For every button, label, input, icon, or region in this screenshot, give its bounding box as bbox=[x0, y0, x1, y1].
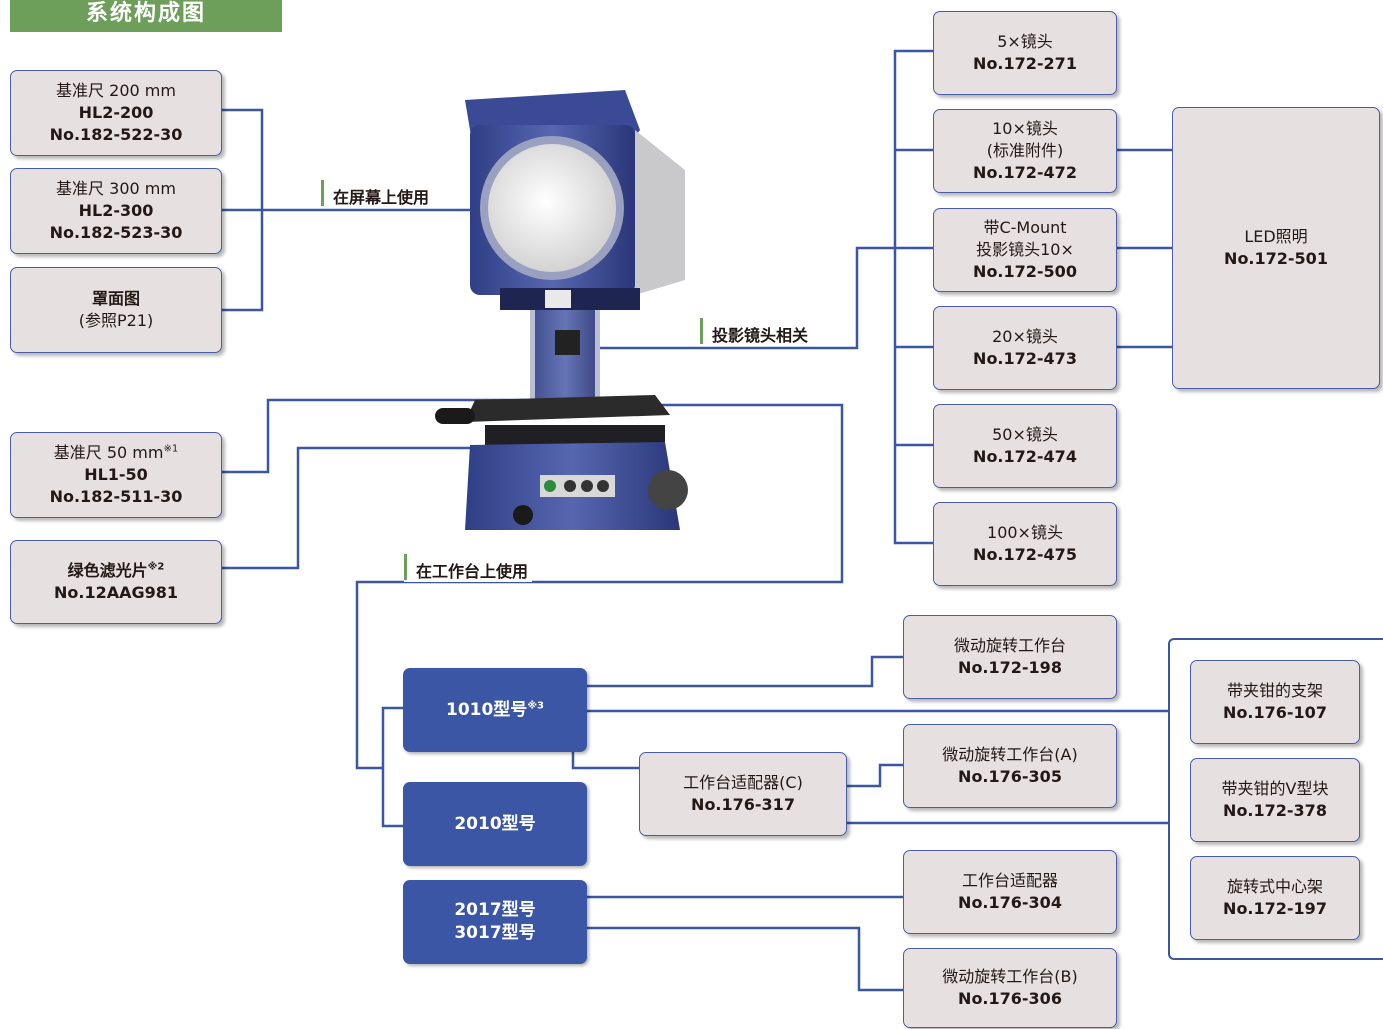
lens-5x-box[interactable]: 5×镜头 No.172-271 bbox=[933, 11, 1117, 95]
reference-scale-200-box[interactable]: 基准尺 200 mm HL2-200 No.182-522-30 bbox=[10, 70, 222, 156]
box-part-number: No.176-107 bbox=[1223, 703, 1327, 722]
reference-scale-300-box[interactable]: 基准尺 300 mm HL2-300 No.182-523-30 bbox=[10, 168, 222, 254]
box-name: 微动旋转工作台(A) bbox=[942, 745, 1078, 764]
box-name: 带C-Mount bbox=[983, 218, 1067, 237]
box-part-number: No.176-306 bbox=[958, 989, 1062, 1008]
model-name: 3017型号 bbox=[454, 923, 536, 943]
box-name: 旋转式中心架 bbox=[1226, 877, 1323, 896]
box-part-number: No.182-522-30 bbox=[49, 125, 183, 144]
model-1010-box[interactable]: 1010型号※3 bbox=[403, 668, 587, 752]
lens-100x-box[interactable]: 100×镜头 No.172-475 bbox=[933, 502, 1117, 586]
model-2017-3017-box[interactable]: 2017型号 3017型号 bbox=[403, 880, 587, 964]
model-2010-box[interactable]: 2010型号 bbox=[403, 782, 587, 866]
box-name: 微动旋转工作台(B) bbox=[942, 967, 1078, 986]
lens-50x-box[interactable]: 50×镜头 No.172-474 bbox=[933, 404, 1117, 488]
diagram-title: 系统构成图 bbox=[10, 0, 282, 32]
model-name: 1010型号 bbox=[445, 699, 528, 720]
holder-bracket bbox=[1168, 638, 1383, 960]
box-name: 微动旋转工作台 bbox=[953, 636, 1066, 655]
box-name: 5×镜头 bbox=[997, 32, 1053, 51]
box-name: 50×镜头 bbox=[992, 425, 1058, 444]
reference-scale-50-box[interactable]: 基准尺 50 mm※1 HL1-50 No.182-511-30 bbox=[10, 432, 222, 518]
rotary-table-a-box[interactable]: 微动旋转工作台(A) No.176-305 bbox=[903, 724, 1117, 808]
stage-adapter-c-box[interactable]: 工作台适配器(C) No.176-317 bbox=[639, 752, 847, 836]
rotary-table-b-box[interactable]: 微动旋转工作台(B) No.176-306 bbox=[903, 948, 1117, 1028]
note-mark: ※1 bbox=[163, 443, 179, 455]
swivel-center-support-box[interactable]: 旋转式中心架 No.172-197 bbox=[1190, 856, 1360, 940]
box-part-number: No.172-378 bbox=[1223, 801, 1327, 820]
box-note: (标准附件) bbox=[986, 141, 1064, 160]
box-name: 20×镜头 bbox=[992, 327, 1058, 346]
box-name: 基准尺 50 mm bbox=[53, 443, 164, 462]
profile-projector-image bbox=[435, 90, 688, 530]
box-name: LED照明 bbox=[1244, 227, 1308, 246]
stage-use-label: 在工作台上使用 bbox=[404, 554, 533, 582]
model-name: 2010型号 bbox=[454, 813, 536, 834]
note-mark: ※2 bbox=[147, 561, 165, 573]
holder-with-clamp-box[interactable]: 带夹钳的支架 No.176-107 bbox=[1190, 660, 1360, 744]
box-name: 基准尺 200 mm bbox=[56, 81, 176, 100]
box-part-number: No.172-197 bbox=[1223, 899, 1327, 918]
box-part-number: No.172-472 bbox=[973, 163, 1077, 182]
box-part-number: No.182-523-30 bbox=[49, 223, 183, 242]
box-part-number: No.172-473 bbox=[973, 349, 1077, 368]
lens-cmount-box[interactable]: 带C-Mount 投影镜头10× No.172-500 bbox=[933, 208, 1117, 292]
box-name: 10×镜头 bbox=[992, 119, 1058, 138]
box-part-number: No.176-317 bbox=[691, 795, 795, 814]
lens-10x-box[interactable]: 10×镜头 (标准附件) No.172-472 bbox=[933, 109, 1117, 193]
box-model: HL2-200 bbox=[78, 103, 154, 122]
lens-related-label: 投影镜头相关 bbox=[700, 318, 813, 346]
box-model: HL2-300 bbox=[78, 201, 154, 220]
box-note: 投影镜头10× bbox=[976, 240, 1074, 259]
box-part-number: No.172-271 bbox=[973, 54, 1077, 73]
box-part-number: No.176-305 bbox=[958, 767, 1062, 786]
box-part-number: No.172-475 bbox=[973, 545, 1077, 564]
lens-20x-box[interactable]: 20×镜头 No.172-473 bbox=[933, 306, 1117, 390]
box-part-number: No.172-474 bbox=[973, 447, 1077, 466]
stage-adapter-box[interactable]: 工作台适配器 No.176-304 bbox=[903, 850, 1117, 934]
green-filter-box[interactable]: 绿色滤光片※2 No.12AAG981 bbox=[10, 540, 222, 624]
box-model: HL1-50 bbox=[84, 465, 148, 484]
note-mark: ※3 bbox=[527, 699, 544, 711]
model-name: 2017型号 bbox=[454, 900, 536, 920]
box-part-number: No.182-511-30 bbox=[49, 487, 183, 506]
box-part-number: No.12AAG981 bbox=[53, 583, 179, 602]
box-part-number: No.176-304 bbox=[958, 893, 1062, 912]
box-name: 基准尺 300 mm bbox=[56, 179, 176, 198]
v-block-with-clamp-box[interactable]: 带夹钳的V型块 No.172-378 bbox=[1190, 758, 1360, 842]
box-part-number: No.172-500 bbox=[973, 262, 1077, 281]
box-name: 绿色滤光片 bbox=[67, 561, 148, 580]
box-name: 罩面图 bbox=[91, 289, 140, 308]
box-reference: (参照P21) bbox=[78, 311, 154, 330]
box-name: 带夹钳的支架 bbox=[1226, 681, 1323, 700]
box-part-number: No.172-501 bbox=[1224, 249, 1328, 268]
led-illumination-box[interactable]: LED照明 No.172-501 bbox=[1172, 107, 1380, 389]
box-name: 工作台适配器(C) bbox=[683, 773, 803, 792]
box-name: 100×镜头 bbox=[987, 523, 1063, 542]
box-name: 带夹钳的V型块 bbox=[1221, 779, 1329, 798]
screen-use-label: 在屏幕上使用 bbox=[321, 180, 434, 208]
overlay-chart-box[interactable]: 罩面图 (参照P21) bbox=[10, 267, 222, 353]
rotary-table-box[interactable]: 微动旋转工作台 No.172-198 bbox=[903, 615, 1117, 699]
box-part-number: No.172-198 bbox=[958, 658, 1062, 677]
box-name: 工作台适配器 bbox=[961, 871, 1058, 890]
